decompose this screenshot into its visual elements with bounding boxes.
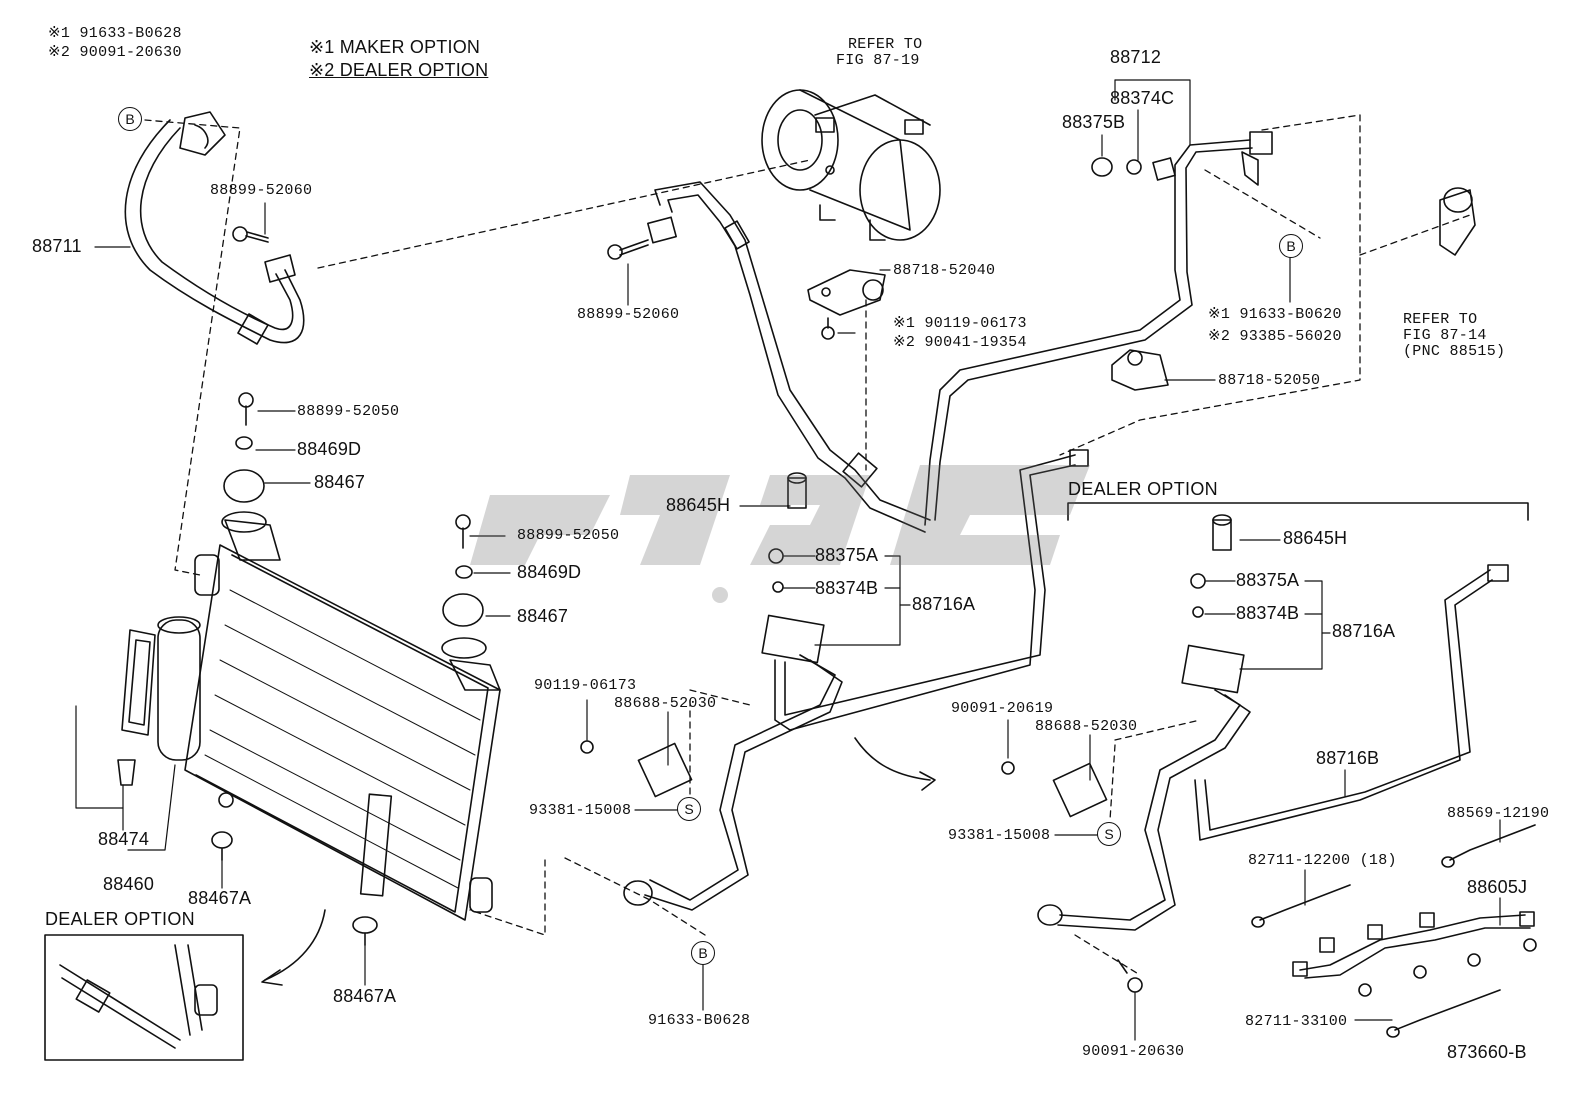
label-b0628-top: ※1 91633-B0628 — [48, 25, 182, 42]
label-93381-15008-right: 93381-15008 — [948, 827, 1051, 844]
label-88688-52030-center: 88688-52030 — [614, 695, 717, 712]
label-88374b-center: 88374B — [815, 578, 879, 598]
label-88469d-center: 88469D — [517, 562, 582, 582]
circle-mark-s-center: S — [677, 797, 701, 821]
bolt-88467a-b — [352, 916, 378, 946]
receiver-88460 — [157, 616, 201, 761]
refer-compressor-line2: FIG 87-19 — [836, 52, 920, 69]
label-88716a-right: 88716A — [1332, 621, 1396, 641]
label-88688-52030-right: 88688-52030 — [1035, 718, 1138, 735]
discharge-line-center — [580, 449, 1089, 911]
label-88712: 88712 — [1110, 47, 1162, 67]
label-88474: 88474 — [98, 829, 150, 849]
compressor — [761, 89, 941, 241]
label-88569-12190: 88569-12190 — [1447, 805, 1550, 822]
label-88374c: 88374C — [1110, 88, 1175, 108]
inset-arrow — [261, 909, 326, 986]
label-93385-option2: ※2 93385-56020 — [1208, 328, 1342, 345]
cable-tie-82711-33100 — [1386, 989, 1501, 1038]
dealer-option-title-inset: DEALER OPTION — [45, 909, 195, 929]
label-90119-06173: 90119-06173 — [534, 677, 637, 694]
label-88375b: 88375B — [1062, 112, 1126, 132]
label-90119-option1: ※1 90119-06173 — [893, 315, 1027, 332]
cable-tie-82711-12200 — [1251, 884, 1351, 928]
label-88718-52040: 88718-52040 — [893, 262, 996, 279]
circle-mark-b-bottom: B — [691, 941, 715, 965]
bracket-88718-52040 — [807, 269, 886, 316]
label-88645h-center: 88645H — [666, 495, 731, 515]
figure-code: 873660-B — [1447, 1042, 1527, 1062]
refer-compressor-line1: REFER TO — [848, 36, 923, 53]
dealer-option-title-right: DEALER OPTION — [1068, 479, 1218, 499]
circle-mark-b-right: B — [1279, 234, 1303, 258]
label-88899-52050-center: 88899-52050 — [517, 527, 620, 544]
label-88716a-center: 88716A — [912, 594, 976, 614]
label-88716b: 88716B — [1316, 748, 1380, 768]
label-88467a-left: 88467A — [188, 888, 252, 908]
label-88375a-center: 88375A — [815, 545, 879, 565]
bolt-90119-06173-top — [821, 317, 835, 340]
label-88899-52060-left: 88899-52060 — [210, 182, 313, 199]
dealer-option-note: ※2 DEALER OPTION — [309, 60, 489, 80]
label-b0620-option1: ※1 91633-B0620 — [1208, 306, 1342, 323]
label-88374b-right: 88374B — [1236, 603, 1300, 623]
label-88460: 88460 — [103, 874, 155, 894]
label-82711-12200: 82711-12200 (18) — [1248, 852, 1397, 869]
maker-option-note: ※1 MAKER OPTION — [309, 37, 481, 57]
core-88374c — [1126, 159, 1142, 175]
bolt-88899-52060-center — [607, 239, 649, 260]
cap-stack-left — [221, 392, 267, 533]
label-88899-52050-left: 88899-52050 — [297, 403, 400, 420]
valve-88712 — [1152, 157, 1176, 181]
hose-88711 — [124, 111, 305, 345]
label-88467-left: 88467 — [314, 472, 366, 492]
bolt-88467a-a — [211, 831, 233, 861]
label-88469d-left: 88469D — [297, 439, 362, 459]
refer-side-line2: FIG 87-14 — [1403, 327, 1487, 344]
label-91633-b0628-bottom: 91633-B0628 — [648, 1012, 751, 1029]
label-90091-20619: 90091-20619 — [951, 700, 1054, 717]
cap-stack-center — [441, 514, 487, 659]
side-component-refer — [1439, 187, 1476, 256]
wire-harness-88605j — [1292, 911, 1537, 997]
bolt-88899-52060-left — [232, 226, 269, 243]
dashed-guide-lines — [144, 114, 1471, 976]
label-82711-33100: 82711-33100 — [1245, 1013, 1348, 1030]
cap-88375b — [1091, 157, 1113, 177]
bracket-88718-52050 — [1111, 349, 1169, 391]
label-90041-option2: ※2 90041-19354 — [893, 334, 1027, 351]
refer-side-line1: REFER TO — [1403, 311, 1478, 328]
label-b0628-top2: ※2 90091-20630 — [48, 44, 182, 61]
label-93381-15008-center: 93381-15008 — [529, 802, 632, 819]
refer-side-line3: (PNC 88515) — [1403, 343, 1506, 360]
label-88645h-right: 88645H — [1283, 528, 1348, 548]
dealer-option-inset — [44, 934, 244, 1061]
label-88375a-right: 88375A — [1236, 570, 1300, 590]
label-88711: 88711 — [32, 236, 82, 256]
label-88605j: 88605J — [1467, 877, 1528, 897]
label-88899-52060-center: 88899-52060 — [577, 306, 680, 323]
cable-tie-88569-12190 — [1441, 824, 1536, 868]
condenser — [184, 519, 501, 921]
circle-mark-s-right: S — [1097, 822, 1121, 846]
circle-mark-b-top-left: B — [118, 107, 142, 131]
seal-88474 — [117, 629, 156, 786]
leader-lines — [75, 79, 1501, 1041]
watermark-logo — [470, 465, 1090, 603]
label-90091-20630-bottom: 90091-20630 — [1082, 1043, 1185, 1060]
label-88718-52050: 88718-52050 — [1218, 372, 1321, 389]
label-88467a-bottom: 88467A — [333, 986, 397, 1006]
label-88467-center: 88467 — [517, 606, 569, 626]
suction-hose — [647, 131, 1273, 533]
